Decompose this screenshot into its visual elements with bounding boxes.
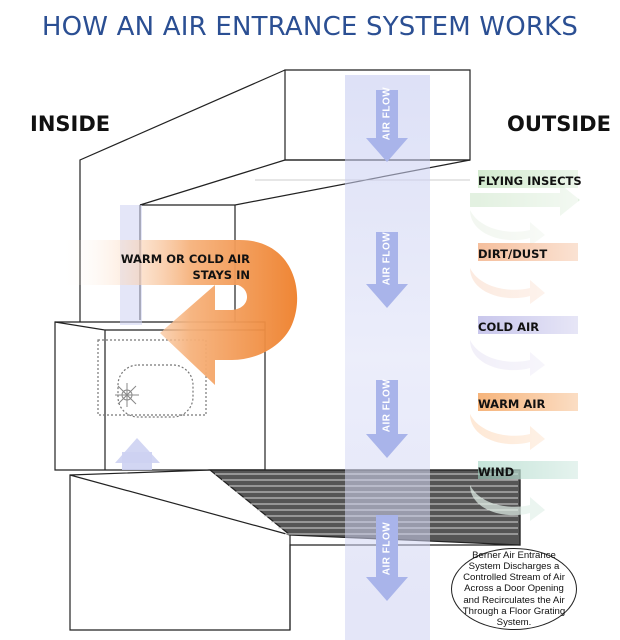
- inside-label: INSIDE: [30, 112, 111, 136]
- diagram-title: HOW AN AIR ENTRANCE SYSTEM WORKS: [41, 12, 579, 42]
- fan-icon: [115, 383, 139, 407]
- outside-label: OUTSIDE: [507, 112, 611, 136]
- callout-text: Berner Air Entrance System Discharges a …: [462, 550, 566, 628]
- warm-or-cold-label: WARM OR COLD AIR STAYS IN: [95, 251, 250, 283]
- airflow-label-1: AIR FLOW: [381, 86, 393, 141]
- warm-air-return-arrow: [60, 240, 298, 385]
- airflow-arrow-1: [366, 90, 408, 162]
- condition-label-wind: WIND: [478, 465, 515, 479]
- warm-or-cold-line-2: STAYS IN: [192, 268, 250, 282]
- airflow-arrows: [366, 90, 408, 601]
- condition-label-dust: DIRT/DUST: [478, 247, 548, 261]
- airflow-arrow-2: [366, 232, 408, 308]
- airflow-label-3: AIR FLOW: [381, 378, 393, 433]
- airflow-arrow-4: [366, 515, 408, 601]
- airflow-label-2: AIR FLOW: [381, 231, 393, 286]
- condition-chevron-wind: [470, 485, 545, 521]
- condition-label-cold: COLD AIR: [478, 320, 540, 334]
- callout-description: Berner Air Entrance System Discharges a …: [451, 548, 577, 630]
- condition-label-insects: FLYING INSECTS: [478, 174, 582, 188]
- airflow-label-4: AIR FLOW: [381, 521, 393, 576]
- condition-label-warm: WARM AIR: [478, 397, 546, 411]
- airflow-arrow-3: [366, 380, 408, 458]
- floor-grating: [69, 469, 521, 631]
- warm-or-cold-line-1: WARM OR COLD AIR: [120, 252, 250, 266]
